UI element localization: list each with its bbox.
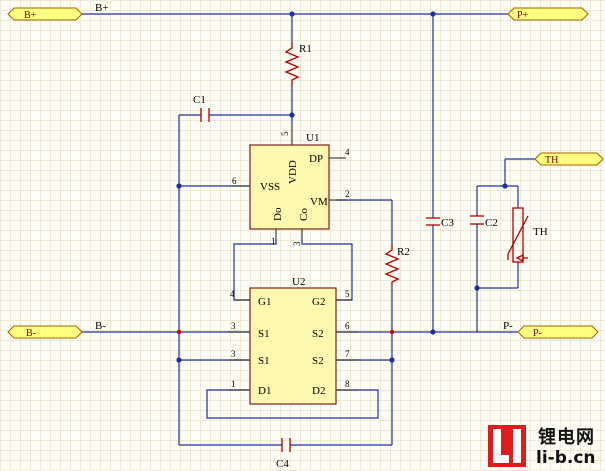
u2-pin-s1a: S1: [258, 328, 270, 340]
u2-pin-g2: G2: [312, 296, 325, 308]
u2-pin6-num: 6: [345, 321, 350, 331]
capacitor-c3: C3: [426, 217, 454, 229]
junction-pminus: [389, 329, 395, 335]
u1-designator: U1: [306, 132, 319, 144]
resistor-r1: R1: [284, 42, 312, 86]
u1-pin1-num: 1: [271, 236, 276, 246]
junction-s2b: [389, 357, 395, 363]
u1-pin-co: Co: [298, 208, 310, 221]
u1-pin4-num: 4: [345, 147, 350, 157]
u2-pin3a-num: 3: [231, 321, 236, 331]
u2-pin5-num: 5: [345, 289, 350, 299]
u2-pin-s2a: S2: [312, 328, 324, 340]
junction-th: [502, 183, 508, 189]
net-label-bplus: B+: [95, 2, 109, 14]
u2-pin7-num: 7: [345, 349, 350, 359]
net-label-bminus: B-: [95, 320, 106, 332]
u1-pin2-num: 2: [345, 189, 350, 199]
u2-pin3b-num: 3: [231, 349, 236, 359]
r1-label: R1: [299, 43, 312, 55]
port-pminus-label: P-: [533, 328, 542, 339]
junction-bminus: [176, 329, 182, 335]
u2-pin1-num: 1: [231, 379, 236, 389]
ic-u2: U2 G1 G2 S1 S2 S1 S2 D1 D2 4 5 3 3 6 7 1…: [228, 276, 358, 405]
li-b-logo-icon: [488, 425, 526, 467]
u1-pin-vdd: VDD: [287, 160, 299, 184]
ic-u1: U1 VDD DP VSS VM Do Co 5 4 6 2 1 3: [232, 124, 350, 246]
u2-pin-d1: D1: [258, 385, 271, 397]
port-pplus: P+: [507, 7, 589, 21]
c2-label: C2: [485, 217, 498, 229]
resistor-r2: R2: [384, 244, 410, 285]
wires: [82, 13, 535, 446]
port-bminus-label: B-: [26, 328, 36, 339]
u2-pin-s1b: S1: [258, 355, 270, 367]
u2-pin-d2: D2: [312, 385, 325, 397]
u1-pin-vm: VM: [310, 196, 328, 208]
u1-pin6-num: 6: [232, 176, 237, 186]
u2-body: [249, 287, 337, 405]
u1-pin3-num: 3: [292, 241, 302, 246]
u2-pin-g1: G1: [258, 296, 271, 308]
watermark-domain: li-b.cn: [536, 448, 596, 468]
thermistor-th: TH: [507, 207, 548, 263]
u2-pin8-num: 8: [345, 379, 350, 389]
u1-pin5-num: 5: [280, 131, 290, 136]
junctions: [176, 11, 508, 363]
watermark: 锂电网 li-b.cn: [488, 423, 605, 471]
wire-d1-d2: [206, 389, 379, 419]
u1-pin-dp: DP: [309, 153, 323, 165]
u1-body: [249, 144, 330, 230]
junction-bplus-r1: [289, 11, 295, 17]
junction-s1b: [176, 357, 182, 363]
port-pminus: P-: [517, 325, 599, 339]
u2-pin4-num: 4: [230, 289, 235, 299]
u1-pin-vss: VSS: [260, 181, 280, 193]
u2-pin-s2b: S2: [312, 355, 324, 367]
port-th-label: TH: [545, 155, 558, 166]
net-label-pminus: P-: [503, 320, 513, 332]
junction-bplus-c3: [430, 11, 436, 17]
port-bplus-label: B+: [24, 10, 37, 21]
u2-designator: U2: [292, 276, 305, 288]
c1-label: C1: [193, 94, 206, 106]
th-label: TH: [533, 226, 548, 238]
junction-pminus-c3: [430, 329, 436, 335]
junction-vss: [176, 183, 182, 189]
capacitor-c2: C2: [470, 215, 498, 229]
capacitor-c4: C4: [276, 438, 291, 470]
capacitor-c1: C1: [193, 94, 210, 122]
port-pplus-label: P+: [517, 10, 529, 21]
port-bplus: B+: [7, 7, 83, 21]
c3-label: C3: [441, 217, 454, 229]
junction-r1-c1: [289, 112, 295, 118]
watermark-chinese: 锂电网: [538, 427, 595, 448]
junction-c2-bottom: [474, 285, 480, 291]
port-bminus: B-: [7, 325, 83, 339]
c4-label: C4: [276, 458, 289, 470]
port-th: TH: [534, 152, 604, 166]
r2-label: R2: [397, 246, 410, 258]
u1-pin-do: Do: [272, 207, 284, 221]
